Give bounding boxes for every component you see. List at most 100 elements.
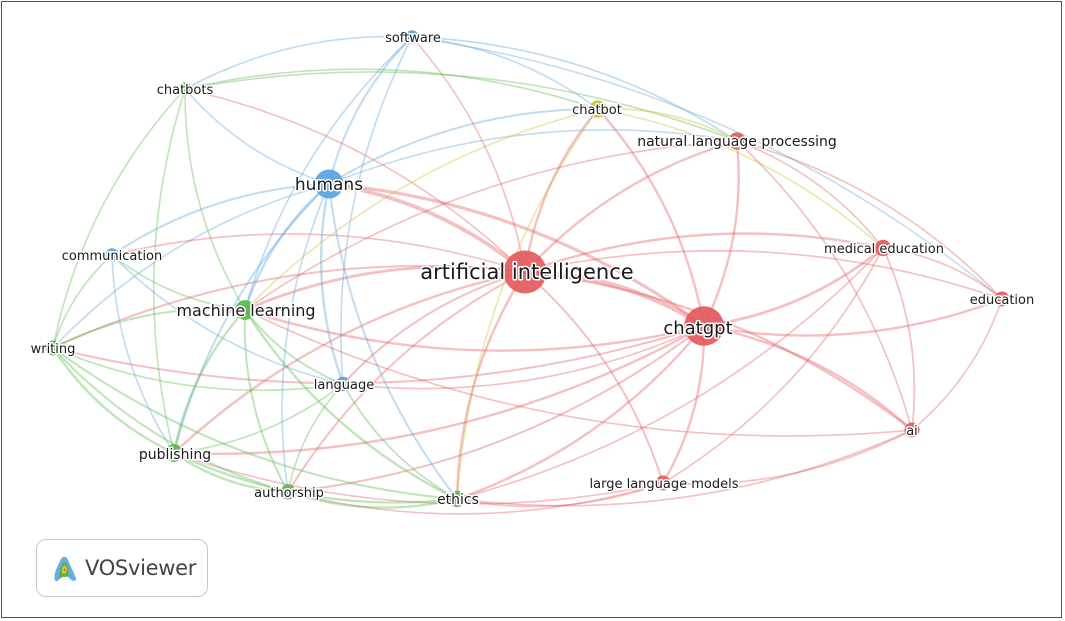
link-artificial-intelligence-medical-education: [523, 232, 885, 274]
link-writing-ethics: [51, 346, 459, 501]
node-label-language[interactable]: language: [312, 377, 376, 395]
node-humans[interactable]: [314, 169, 344, 199]
link-ai-machine-learning: [244, 309, 913, 437]
node-medical-education[interactable]: [874, 239, 892, 257]
link-publishing-ethics: [172, 451, 459, 504]
link-chatgpt-natural-language-processing: [702, 139, 740, 328]
node-large-language-models[interactable]: [655, 475, 671, 491]
link-chatgpt-ai: [702, 324, 914, 432]
node-label-ethics[interactable]: ethics: [436, 491, 481, 510]
link-humans-chatbots: [184, 88, 330, 185]
link-software-chatbot: [411, 36, 599, 110]
node-writing[interactable]: [45, 340, 61, 356]
link-medical-education-ai: [882, 247, 916, 431]
node-label-chatbot[interactable]: chatbot: [571, 102, 624, 120]
link-software-chatbots: [184, 35, 413, 90]
link-chatgpt-language: [342, 325, 705, 390]
link-artificial-intelligence-education: [524, 249, 1003, 300]
link-humans-chatbot: [327, 107, 600, 186]
link-writing-communication: [52, 254, 113, 349]
link-artificial-intelligence-ai: [523, 270, 914, 432]
node-label-communication[interactable]: communication: [60, 248, 164, 266]
link-medical-education-education: [882, 247, 1003, 300]
link-chatgpt-ethics: [455, 324, 706, 501]
link-artificial-intelligence-publishing: [172, 270, 527, 455]
node-label-machine-learning[interactable]: machine learning: [175, 300, 317, 322]
node-label-artificial-intelligence[interactable]: artificial intelligence: [419, 259, 635, 286]
node-label-education[interactable]: education: [968, 292, 1036, 310]
node-label-publishing[interactable]: publishing: [137, 446, 212, 465]
link-machine-learning-writing: [51, 307, 247, 350]
node-label-humans[interactable]: humans: [293, 174, 364, 197]
link-chatbot-ethics: [456, 108, 599, 500]
link-artificial-intelligence-humans: [327, 182, 527, 274]
node-communication[interactable]: [105, 248, 119, 262]
node-label-large-language-models[interactable]: large language models: [588, 476, 740, 494]
link-artificial-intelligence-communication: [111, 233, 526, 273]
link-writing-publishing: [51, 346, 176, 455]
link-software-education: [411, 36, 1003, 300]
link-chatgpt-medical-education: [702, 246, 885, 328]
link-ethics-language: [342, 383, 458, 500]
node-label-chatgpt[interactable]: chatgpt: [662, 317, 734, 341]
link-medical-education-ethics: [456, 247, 884, 500]
link-communication-language: [111, 254, 344, 385]
link-large-language-models-authorship: [287, 482, 664, 515]
node-publishing[interactable]: [165, 444, 183, 462]
link-humans-natural-language-processing: [328, 129, 738, 185]
link-natural-language-processing-education: [736, 140, 1003, 300]
links-layer: [51, 35, 1004, 515]
link-chatbot-natural-language-processing: [596, 107, 739, 143]
link-chatbots-natural-language-processing: [184, 71, 738, 142]
node-language[interactable]: [335, 376, 351, 392]
node-label-ai[interactable]: ai: [905, 423, 920, 441]
link-large-language-models-ethics: [456, 482, 664, 508]
link-natural-language-processing-ai: [736, 140, 913, 431]
link-ai-large-language-models: [662, 429, 913, 485]
node-authorship[interactable]: [280, 484, 296, 500]
link-artificial-intelligence-authorship: [286, 270, 527, 494]
link-humans-publishing: [172, 182, 331, 455]
labels-layer: artificial intelligence chatgpt natural la…: [29, 30, 1036, 510]
link-machine-learning-ethics: [243, 308, 459, 501]
node-ai[interactable]: [904, 422, 920, 438]
link-chatbots-chatbot: [184, 68, 599, 110]
node-label-medical-education[interactable]: medical education: [823, 241, 946, 259]
link-artificial-intelligence-machine-learning: [243, 265, 527, 312]
node-label-software[interactable]: software: [384, 30, 443, 48]
node-artificial-intelligence[interactable]: [503, 250, 547, 294]
vosviewer-logo: VOSviewer: [36, 539, 208, 597]
link-software-machine-learning: [244, 36, 413, 311]
node-label-chatbots[interactable]: chatbots: [155, 82, 215, 100]
link-natural-language-processing-medical-education: [736, 140, 884, 249]
node-ethics[interactable]: [448, 490, 466, 508]
link-natural-language-processing-machine-learning: [244, 140, 738, 311]
node-software[interactable]: [405, 30, 419, 44]
link-artificial-intelligence-writing: [51, 265, 527, 350]
link-artificial-intelligence-chatbots: [184, 88, 526, 273]
link-humans-writing: [52, 183, 330, 349]
node-label-writing[interactable]: writing: [29, 341, 77, 359]
node-chatgpt[interactable]: [684, 306, 724, 346]
link-artificial-intelligence-language: [341, 270, 527, 386]
link-writing-authorship: [51, 346, 290, 494]
node-chatbots[interactable]: [178, 82, 192, 96]
node-machine-learning[interactable]: [235, 300, 255, 320]
link-machine-learning-authorship: [243, 308, 290, 494]
link-ai-ethics: [456, 429, 913, 507]
nodes-layer: [45, 30, 1010, 508]
link-artificial-intelligence-chatbot: [523, 107, 600, 274]
link-humans-machine-learning: [243, 182, 331, 312]
vosviewer-icon: [54, 556, 77, 582]
node-chatbot[interactable]: [589, 100, 607, 118]
link-software-natural-language-processing: [411, 36, 738, 142]
link-chatgpt-publishing: [172, 324, 706, 455]
node-label-authorship[interactable]: authorship: [253, 485, 326, 503]
link-chatgpt-writing: [51, 324, 706, 385]
node-natural-language-processing[interactable]: [728, 132, 746, 150]
link-humans-software: [327, 35, 414, 186]
node-label-natural-language-processing[interactable]: natural language processing: [636, 133, 839, 152]
node-education[interactable]: [994, 291, 1010, 307]
